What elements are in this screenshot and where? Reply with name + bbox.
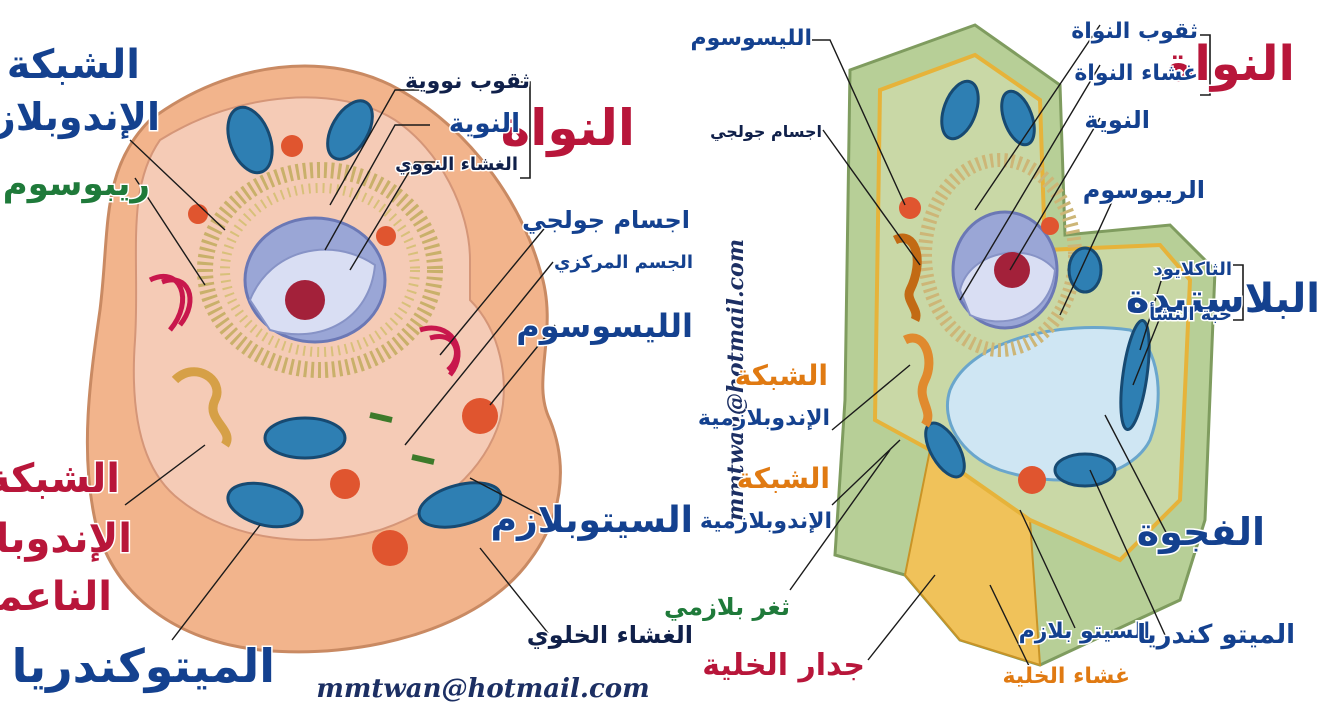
plant-label-nucleolus: النوية	[1084, 106, 1150, 134]
animal-label-lysosome: الليسوسوم	[516, 307, 693, 345]
animal-label-centrosome: الجسم المركزي	[554, 252, 693, 273]
plant-label-vacuole: الفجوة	[1137, 510, 1265, 554]
plant-nucleolus	[994, 252, 1030, 288]
plant-label-mitochondria: الميتو كندريا	[1137, 620, 1295, 650]
plant-label-nuclear-pores: ثقوب النواة	[1071, 19, 1198, 44]
animal-label-nucleus-title: النواة	[501, 99, 635, 158]
plant-label-cytoplasm: السيتو بلازم	[1019, 619, 1150, 644]
plant-label-er2-line1: الشبكة	[737, 462, 830, 495]
animal-label-golgi: اجسام جولجي	[522, 206, 690, 234]
plant-label-lysosome: الليسوسوم	[691, 26, 813, 51]
animal-label-smooth-er-line1: الشبكة	[0, 456, 120, 502]
plant-label-er2-line2: الإندوبلازمية	[700, 509, 832, 534]
plant-label-golgi: اجسام جولجي	[710, 122, 822, 142]
animal-nucleolus	[285, 280, 325, 320]
plant-label-starch-grain: حبة النشأ	[1149, 302, 1232, 325]
animal-label-er-line2: الإندوبلازمية	[0, 95, 160, 140]
animal-label-cell-membrane: الغشاء الخلوي	[527, 621, 693, 649]
plant-label-plasmodesma: ثغر بلازمي	[664, 593, 790, 621]
plant-label-cell-wall: جدار الخلية	[702, 648, 865, 683]
plant-label-er1-line2: الإندوبلازمية	[698, 406, 830, 431]
plant-label-cell-membrane: غشاء الخلية	[1002, 664, 1130, 689]
plant-label-thylakoid: الثاكلايود	[1154, 259, 1232, 280]
animal-label-smooth-er-line3: الناعمة	[0, 574, 112, 620]
animal-label-nuclear-membrane: الغشاء النووي	[395, 154, 518, 175]
plant-cell-illustration	[835, 25, 1215, 665]
animal-label-er-line1: الشبكة	[7, 42, 140, 88]
watermark-bottom: mmtwan@hotmail.com	[316, 674, 649, 704]
animal-label-cytoplasm: السيتوبلازم	[491, 500, 693, 541]
plant-label-nuclear-membrane: غشاء النواة	[1074, 61, 1198, 86]
animal-label-smooth-er-line2: الإندوبلازمية	[0, 516, 132, 562]
plant-label-ribosome: الريبوسوم	[1083, 176, 1205, 204]
animal-label-nucleolus: النوية	[449, 109, 520, 139]
animal-label-ribosome: ريبوسوم	[3, 164, 150, 204]
plant-label-er1-line1: الشبكة	[735, 359, 828, 392]
animal-label-nuclear-pores: ثقوب نووية	[405, 69, 530, 94]
animal-label-mitochondria: الميتوكندريا	[12, 639, 275, 693]
